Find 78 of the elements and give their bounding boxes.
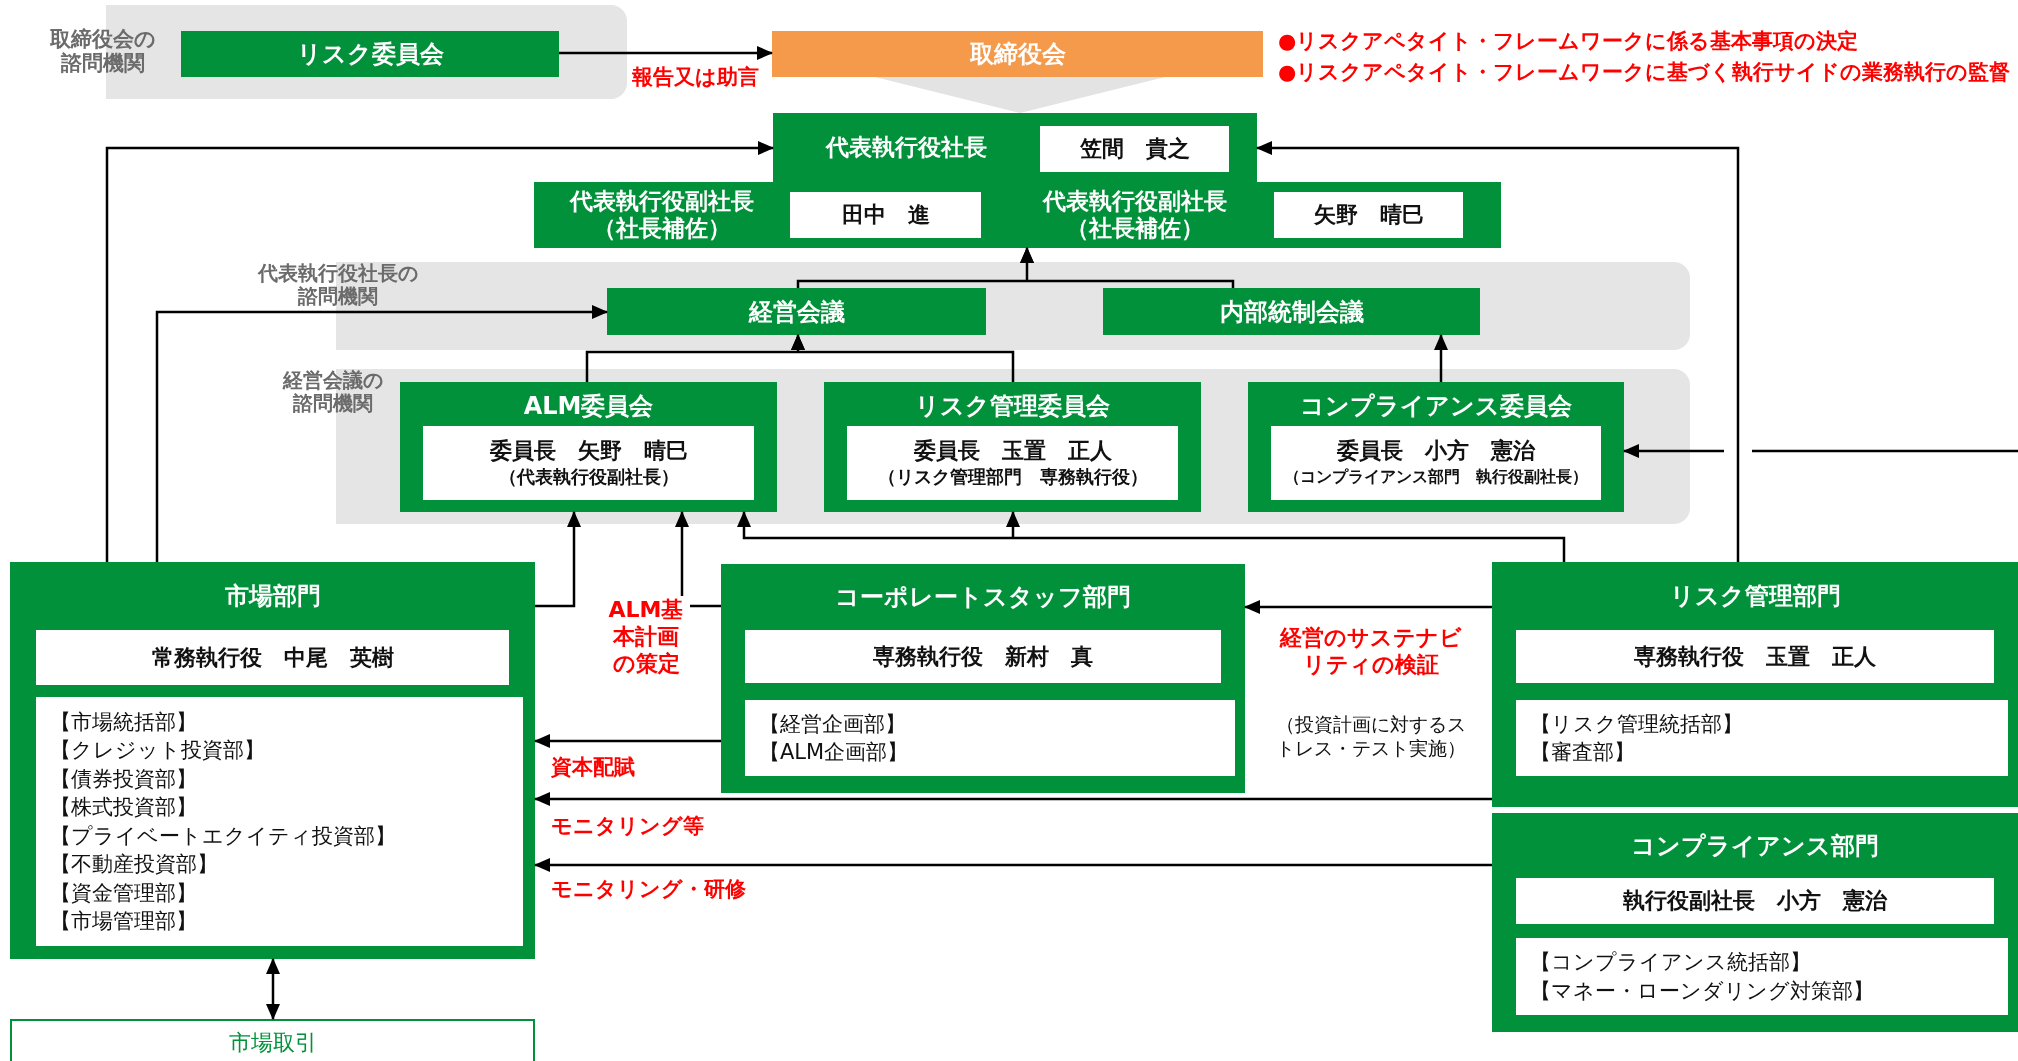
arrow xyxy=(534,858,1492,872)
arrow xyxy=(1256,141,1740,562)
org-box xyxy=(773,113,1257,182)
department-item: 【プライベートエクイティ投資部】 xyxy=(50,822,397,850)
org-box xyxy=(824,382,1201,512)
department-item: 【不動産投資部】 xyxy=(50,851,219,878)
arrow xyxy=(266,958,280,1020)
department-item: 【審査部】 xyxy=(1530,739,1636,766)
org-box xyxy=(1248,382,1624,512)
box-title: コンプライアンス部門 xyxy=(1630,830,1880,862)
arrow xyxy=(1622,444,2018,458)
name-plate: 笠間 貴之 xyxy=(1040,126,1229,172)
note-text: ●リスクアペタイト・フレームワークに係る基本事項の決定 xyxy=(1278,28,1859,54)
org-box xyxy=(10,562,535,959)
department-item: 【株式投資部】 xyxy=(50,794,198,821)
arrow xyxy=(796,246,1235,290)
edge-label: 資本配賦 xyxy=(551,754,635,781)
chair-role: （コンプライアンス部門 執行役副社長） xyxy=(1284,466,1588,488)
arrow xyxy=(105,141,774,562)
org-box xyxy=(1492,813,2018,1032)
department-item: 【ALM企画部】 xyxy=(759,739,910,766)
edge-label: モニタリング等 xyxy=(551,813,704,840)
org-box xyxy=(534,182,995,248)
arrow xyxy=(559,46,773,60)
org-box: 取締役会 xyxy=(772,31,1263,77)
group-heading: 取締役会の諮問機関 xyxy=(49,27,157,75)
edge-label: 報告又は助言 xyxy=(632,64,759,91)
name-plate: 矢野 晴巳 xyxy=(1274,192,1463,238)
department-item: 【クレジット投資部】 xyxy=(50,737,266,764)
name-plate: 専務執行役 新村 真 xyxy=(745,630,1221,683)
department-item: 【債券投資部】 xyxy=(50,765,198,793)
note-text: （投資計画に対するストレス・テスト実施） xyxy=(1275,712,1467,760)
org-box xyxy=(1492,562,2018,807)
box-title: コーポレートスタッフ部門 xyxy=(834,582,1132,613)
department-item: 【市場統括部】 xyxy=(50,708,198,736)
box-title: 代表執行役副社長（社長補佐） xyxy=(568,187,755,243)
arrow xyxy=(737,510,1566,564)
arrow xyxy=(1434,334,1448,382)
chair-role: （代表執行役副社長） xyxy=(498,465,679,489)
name-plate: 常務執行役 中尾 英樹 xyxy=(36,630,509,685)
group-heading: 代表執行役社長の諮問機関 xyxy=(256,262,419,308)
arrow xyxy=(585,333,1015,384)
note-text: ●リスクアペタイト・フレームワークに基づく執行サイドの業務執行の監督 xyxy=(1278,59,2011,85)
org-box: 市場取引 xyxy=(10,1019,535,1061)
department-item: 【マネー・ローンダリング対策部】 xyxy=(1530,977,1875,1005)
department-item: 【リスク管理統括部】 xyxy=(1530,710,1744,738)
box-title: リスク管理部門 xyxy=(1668,581,1842,612)
org-box xyxy=(721,564,1245,793)
department-item: 【コンプライアンス統括部】 xyxy=(1530,949,1812,976)
department-item: 【資金管理部】 xyxy=(50,879,198,907)
arrow xyxy=(1244,600,1492,614)
org-box: リスク委員会 xyxy=(181,31,559,77)
arrow xyxy=(155,305,608,562)
arrow xyxy=(534,792,1492,806)
chevron-arrow xyxy=(875,77,1165,113)
arrow xyxy=(675,511,721,608)
name-plate: 専務執行役 玉置 正人 xyxy=(1516,630,1994,683)
chair-name: 委員長 小方 憲治 xyxy=(1337,437,1535,465)
box-title: 代表執行役社長 xyxy=(824,133,988,162)
name-plate: 執行役副社長 小方 憲治 xyxy=(1516,878,1994,924)
chair-name: 委員長 矢野 晴巳 xyxy=(489,437,688,465)
box-title: ALM委員会 xyxy=(522,391,655,422)
box-title: リスク管理委員会 xyxy=(914,391,1111,422)
org-box: 内部統制会議 xyxy=(1103,288,1480,335)
arrow xyxy=(535,511,581,608)
box-title: コンプライアンス委員会 xyxy=(1299,391,1573,422)
chair-name: 委員長 玉置 正人 xyxy=(913,437,1112,465)
org-box: 経営会議 xyxy=(607,288,986,335)
org-box xyxy=(400,382,777,512)
box-title: 市場部門 xyxy=(223,581,322,612)
group-heading: 経営会議の諮問機関 xyxy=(281,369,384,415)
name-plate: 田中 進 xyxy=(790,192,981,238)
arrow xyxy=(534,734,721,748)
department-item: 【市場管理部】 xyxy=(50,908,198,935)
box-title: 代表執行役副社長（社長補佐） xyxy=(1041,187,1228,243)
department-item: 【経営企画部】 xyxy=(759,710,907,738)
edge-label: モニタリング・研修 xyxy=(551,876,746,903)
chair-role: （リスク管理部門 専務執行役） xyxy=(877,465,1148,489)
